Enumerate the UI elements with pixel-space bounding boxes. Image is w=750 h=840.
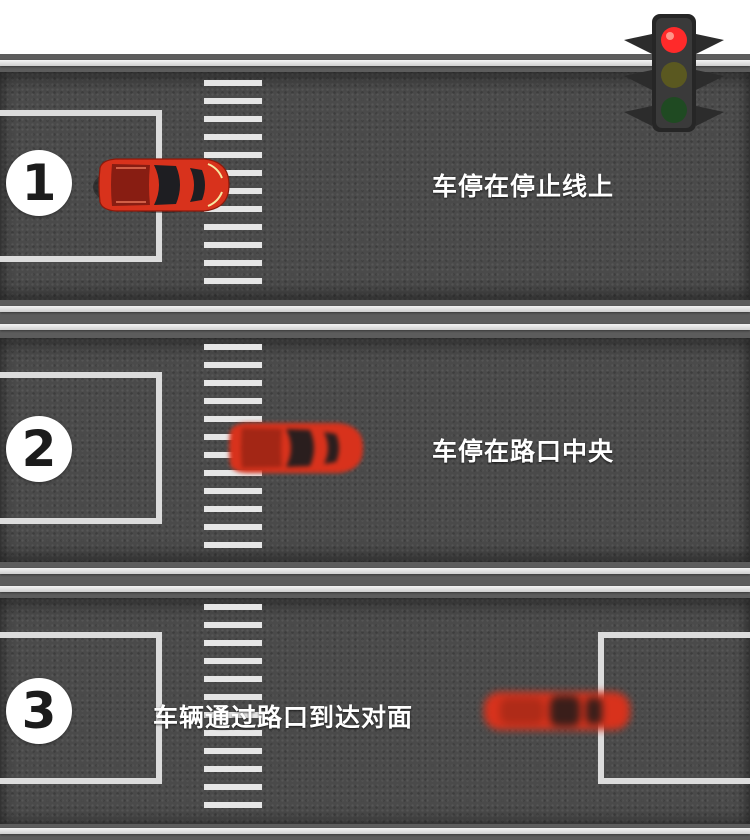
road-lane-2 <box>0 338 750 562</box>
step-caption-2: 车停在路口中央 <box>432 437 615 466</box>
step-number-3: 3 <box>6 678 72 744</box>
red-car-2 <box>229 423 363 473</box>
stop-box-3 <box>0 632 162 784</box>
step-caption-1: 车停在停止线上 <box>432 172 615 201</box>
lane-divider-2 <box>0 562 750 598</box>
lane-divider-1 <box>0 300 750 338</box>
step-caption-3: 车辆通过路口到达对面 <box>153 703 414 732</box>
road-edge-top <box>0 54 750 72</box>
step-number-1: 1 <box>6 150 72 216</box>
stop-box-2 <box>0 372 162 524</box>
crosswalk-3 <box>204 604 262 820</box>
road-edge-bottom <box>0 824 750 840</box>
traffic-light-icon <box>624 14 724 132</box>
red-car-1 <box>93 158 230 213</box>
red-car-3 <box>484 692 630 730</box>
step-number-2: 2 <box>6 416 72 482</box>
